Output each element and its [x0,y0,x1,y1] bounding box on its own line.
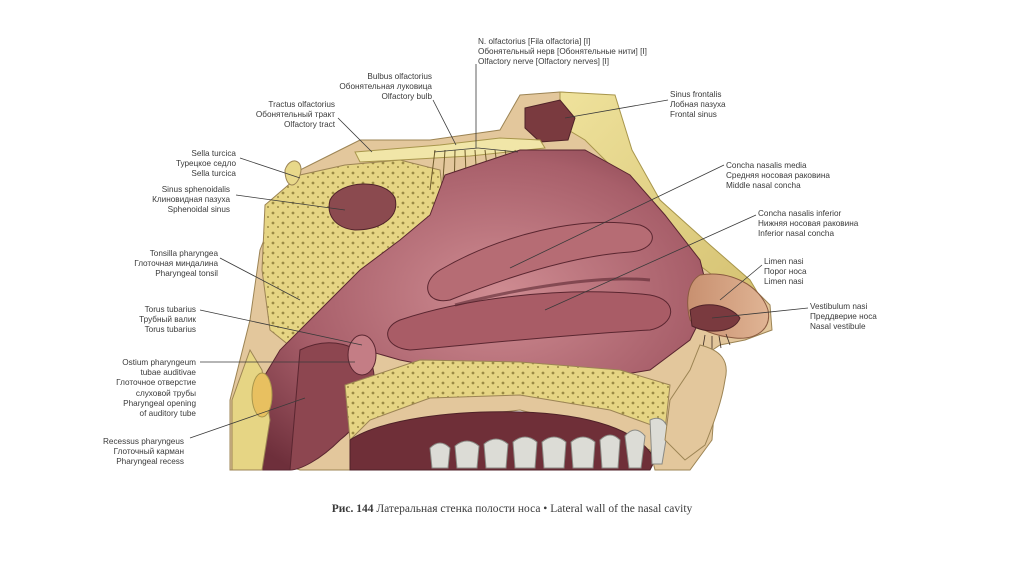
teeth [429,417,669,469]
figure-caption: Рис. 144 Латеральная стенка полости носа… [0,503,1024,515]
figure-number: Рис. 144 [331,503,374,515]
frontal-sinus [524,99,576,143]
label-olfactory-tract: Tractus olfactorius Обонятельный тракт O… [255,100,335,130]
sphenoidal-sinus-cavity [328,183,397,231]
middle-concha-shape [427,221,653,302]
label-inferior-concha: Concha nasalis inferior Нижняя носовая р… [758,209,859,239]
label-torus-tubarius: Torus tubarius Трубный валик Torus tubar… [139,305,196,335]
upper-lip [664,344,727,461]
label-frontal-sinus: Sinus frontalis Лобная пазуха Frontal si… [670,90,726,120]
label-nasal-vestibule: Vestibulum nasi Преддверие носа Nasal ve… [810,302,877,332]
label-olfactory-nerve: N. olfactorius [Fila olfactoria] [I] Обо… [478,37,647,67]
meatus-shadow [454,277,651,307]
label-sella-turcica: Sella turcica Турецкое седло Sella turci… [175,149,236,179]
inferior-concha-shape [387,291,672,351]
posterior-fat-pad [251,372,273,418]
sella-turcica-shape [284,160,302,186]
hard-palate [344,359,671,442]
label-middle-concha: Concha nasalis media Средняя носовая рак… [726,161,830,191]
label-limen-nasi: Limen nasi Порог носа Limen nasi [764,257,807,287]
label-pharyngeal-recess: Recessus pharyngeus Глоточный карман Pha… [102,437,184,467]
label-olfactory-bulb: Bulbus olfactorius Обонятельная луковица… [339,72,432,102]
label-pharyngeal-tonsil: Tonsilla pharyngea Глоточная миндалина P… [134,249,218,279]
label-pharyngeal-opening: Ostium pharyngeum tubae auditivae Глоточ… [116,358,196,419]
figure-caption-text: Латеральная стенка полости носа • Latera… [373,503,693,515]
torus-tubarius-shape [347,334,377,376]
vibrissae [702,333,731,349]
olfactory-tract-shape [354,137,546,163]
label-sphenoidal-sinus: Sinus sphenoidalis Клиновидная пазуха Sp… [152,185,230,215]
leader-lines [189,64,809,439]
